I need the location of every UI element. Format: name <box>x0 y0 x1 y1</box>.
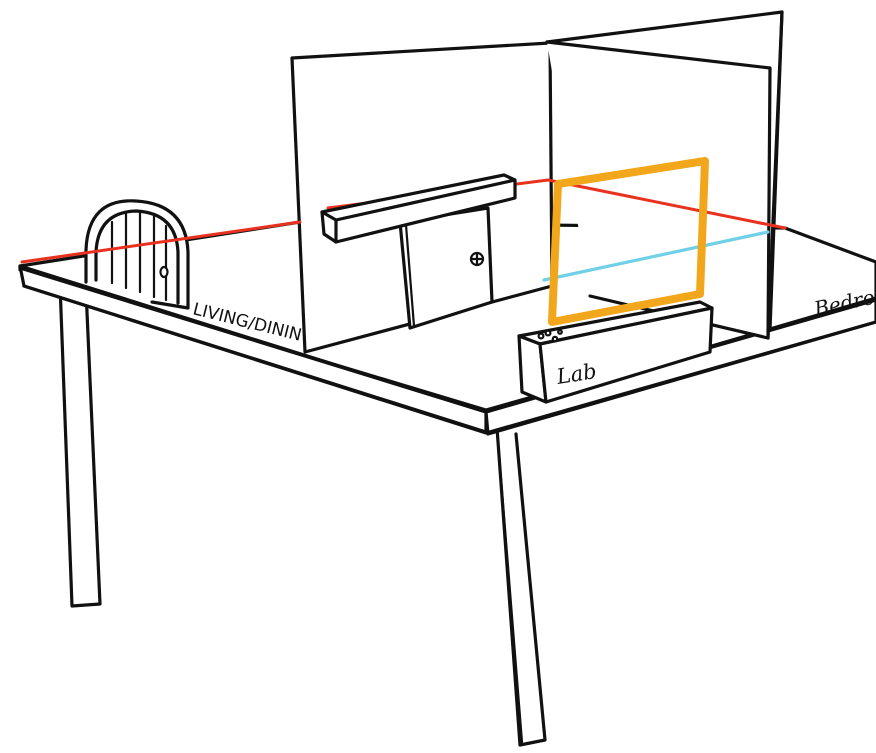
crosshair-icon <box>471 253 483 265</box>
front-right-leg <box>482 428 545 745</box>
door-knob-icon <box>161 267 168 277</box>
front-left-leg <box>44 284 100 606</box>
